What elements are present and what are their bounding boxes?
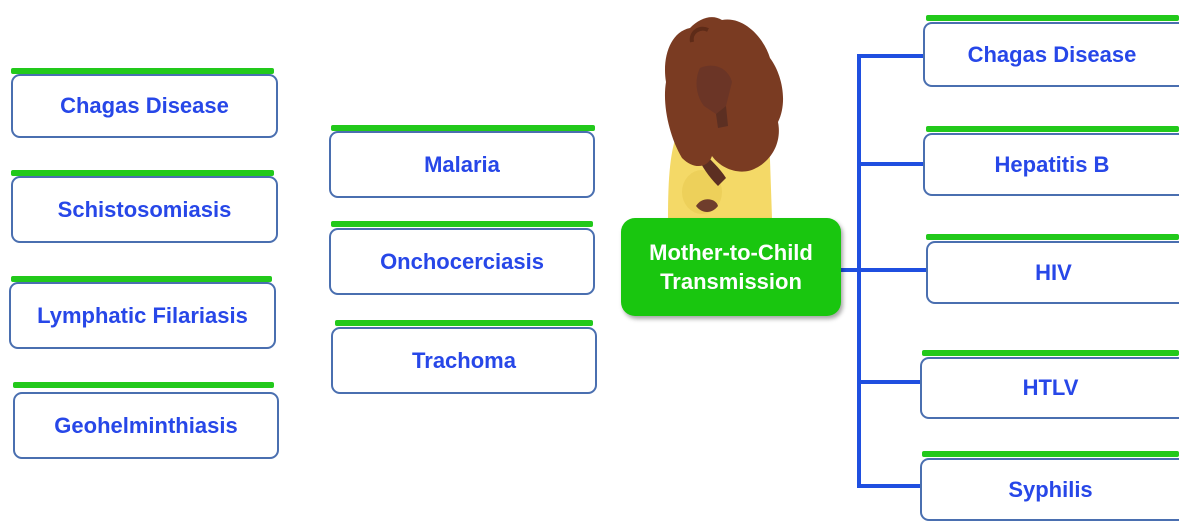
right-item-syphilis: Syphilis [920,458,1179,521]
middle-item-trachoma: Trachoma [331,327,597,394]
right-item-chagas-disease: Chagas Disease [923,22,1179,87]
left-item-chagas-disease: Chagas Disease [11,74,278,138]
middle-item-malaria: Malaria [329,131,595,198]
right-item-hepatitis-b: Hepatitis B [923,133,1179,196]
left-item-schistosomiasis: Schistosomiasis [11,176,278,243]
left-item-lymphatic-filariasis: Lymphatic Filariasis [9,282,276,349]
green-bar [926,15,1179,21]
green-bar [13,382,274,388]
center-node-mother-to-child-transmission: Mother-to-Child Transmission [621,218,841,316]
left-item-geohelminthiasis: Geohelminthiasis [13,392,279,459]
right-item-hiv: HIV [926,241,1179,304]
green-bar [926,126,1179,132]
center-node-line-2: Transmission [660,267,802,296]
green-bar [335,320,593,326]
middle-item-onchocerciasis: Onchocerciasis [329,228,595,295]
green-bar [926,234,1179,240]
pregnant-woman-illustration [660,10,790,228]
green-bar [922,451,1179,457]
green-bar [922,350,1179,356]
center-node-line-1: Mother-to-Child [649,238,813,267]
right-item-htlv: HTLV [920,357,1179,419]
green-bar [331,221,593,227]
